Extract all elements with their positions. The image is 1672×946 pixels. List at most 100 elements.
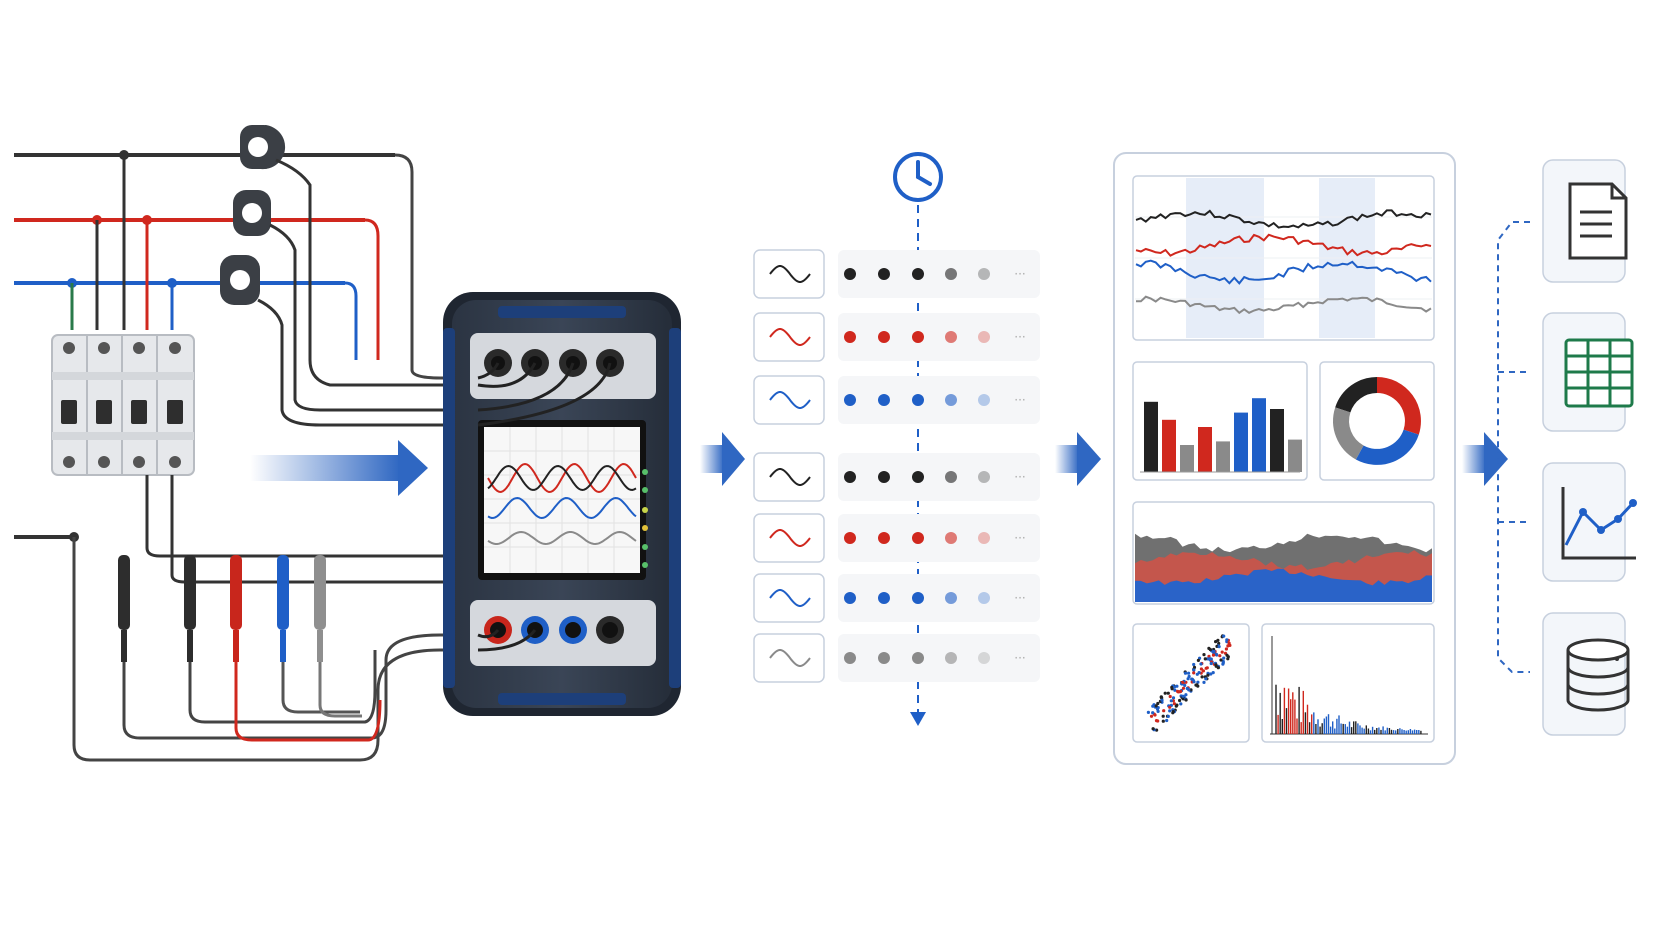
wiring-section bbox=[14, 125, 478, 762]
output-connector bbox=[1497, 221, 1530, 673]
channel-row: ··· bbox=[753, 573, 1040, 623]
continuation-mark: ··· bbox=[1014, 330, 1025, 344]
scatter-point bbox=[1169, 699, 1173, 703]
channel-row: ··· bbox=[753, 452, 1040, 502]
scatter-point bbox=[1185, 686, 1189, 691]
scatter-point bbox=[1179, 689, 1183, 694]
channel-waveform bbox=[769, 328, 811, 346]
scatter-point bbox=[1178, 698, 1182, 703]
database-icon[interactable] bbox=[1542, 612, 1630, 736]
scatter-point bbox=[1200, 675, 1204, 679]
scatter-point bbox=[1222, 656, 1226, 660]
scatter-point bbox=[1181, 680, 1185, 684]
scatter-point bbox=[1212, 649, 1216, 654]
status-led bbox=[642, 487, 648, 493]
sample-dot bbox=[878, 394, 890, 406]
meter-screen-waves bbox=[487, 462, 637, 546]
scatter-point bbox=[1166, 714, 1170, 719]
sample-dot bbox=[978, 268, 990, 280]
test-probe-red bbox=[230, 555, 242, 662]
bar bbox=[1234, 412, 1248, 472]
meter-port bbox=[559, 616, 587, 644]
continuation-mark: ··· bbox=[1014, 470, 1025, 484]
scatter-point bbox=[1208, 657, 1212, 661]
continuation-mark: ··· bbox=[1014, 393, 1025, 407]
sample-dot bbox=[844, 471, 856, 483]
sample-dot bbox=[844, 532, 856, 544]
scatter-point bbox=[1173, 688, 1177, 692]
scatter-point bbox=[1159, 695, 1163, 699]
spectrum-chart-card bbox=[1261, 623, 1435, 743]
channel-waveform bbox=[769, 529, 811, 547]
sample-dot bbox=[978, 532, 990, 544]
waveform-black bbox=[487, 464, 637, 492]
channel-row: ··· bbox=[753, 633, 1040, 683]
channel-row: ··· bbox=[753, 513, 1040, 563]
sample-dot bbox=[912, 268, 924, 280]
continuation-mark: ··· bbox=[1014, 267, 1025, 281]
scatter-point bbox=[1227, 641, 1231, 645]
sampling-timeline: ··· ··· ··· ··· ··· ··· ··· bbox=[753, 152, 1040, 726]
scatter-point bbox=[1202, 653, 1206, 657]
status-led bbox=[642, 525, 648, 531]
scatter-point bbox=[1214, 640, 1218, 644]
scatter-point bbox=[1183, 683, 1187, 688]
scatter-point bbox=[1194, 683, 1198, 687]
channel-waveform bbox=[769, 649, 811, 667]
sample-dot bbox=[844, 394, 856, 406]
scatter-point bbox=[1146, 710, 1150, 715]
probe-wire bbox=[234, 660, 382, 742]
scatter-point bbox=[1224, 647, 1228, 651]
scatter-point bbox=[1203, 657, 1207, 661]
current-clamp-black bbox=[240, 125, 478, 387]
scatter-point bbox=[1199, 662, 1203, 666]
channel-waveform bbox=[769, 468, 811, 486]
sample-dot bbox=[844, 268, 856, 280]
channel-waveform bbox=[769, 391, 811, 409]
sample-dot bbox=[945, 268, 957, 280]
document-icon[interactable] bbox=[1542, 159, 1628, 283]
channel-waveform bbox=[769, 265, 811, 283]
scatter-point bbox=[1214, 664, 1218, 668]
scatter-point bbox=[1217, 645, 1221, 649]
continuation-mark: ··· bbox=[1014, 651, 1025, 665]
status-led bbox=[642, 469, 648, 475]
line-chart-icon[interactable] bbox=[1542, 462, 1637, 582]
analysis-dashboard bbox=[1113, 152, 1456, 765]
spreadsheet-icon[interactable] bbox=[1542, 312, 1634, 432]
sample-dot bbox=[912, 532, 924, 544]
donut-chart bbox=[1333, 377, 1421, 465]
scatter-point bbox=[1206, 673, 1210, 677]
probe-wire bbox=[281, 660, 360, 714]
scatter-point bbox=[1209, 661, 1213, 666]
scatter-point bbox=[1183, 671, 1188, 675]
bar bbox=[1198, 427, 1212, 472]
scatter-point bbox=[1189, 688, 1193, 692]
line-chart-series bbox=[1135, 209, 1432, 315]
area-series-blue bbox=[1135, 568, 1432, 602]
scatter-point bbox=[1155, 728, 1159, 732]
donut-segment bbox=[1333, 407, 1364, 460]
clock-icon bbox=[893, 152, 943, 202]
scatter-point bbox=[1154, 704, 1158, 708]
area-chart bbox=[1135, 533, 1432, 602]
continuation-mark: ··· bbox=[1014, 591, 1025, 605]
scatter-point bbox=[1219, 658, 1223, 662]
flow-arrow-to-meter bbox=[250, 440, 428, 496]
scatter-point bbox=[1161, 714, 1165, 718]
spectrum-chart bbox=[1270, 636, 1428, 735]
waveform-blue bbox=[487, 496, 637, 520]
scatter-point bbox=[1184, 698, 1188, 702]
scatter-point bbox=[1151, 727, 1155, 731]
scatter-point bbox=[1204, 677, 1208, 681]
channel-row-bg bbox=[838, 453, 1040, 501]
scatter-point bbox=[1149, 714, 1154, 718]
sample-dot bbox=[978, 471, 990, 483]
line-chart-grid bbox=[1135, 216, 1432, 300]
meter-port bbox=[596, 616, 624, 644]
scatter-point bbox=[1196, 658, 1200, 663]
scatter-point bbox=[1155, 707, 1160, 711]
current-clamp-red bbox=[233, 190, 478, 412]
